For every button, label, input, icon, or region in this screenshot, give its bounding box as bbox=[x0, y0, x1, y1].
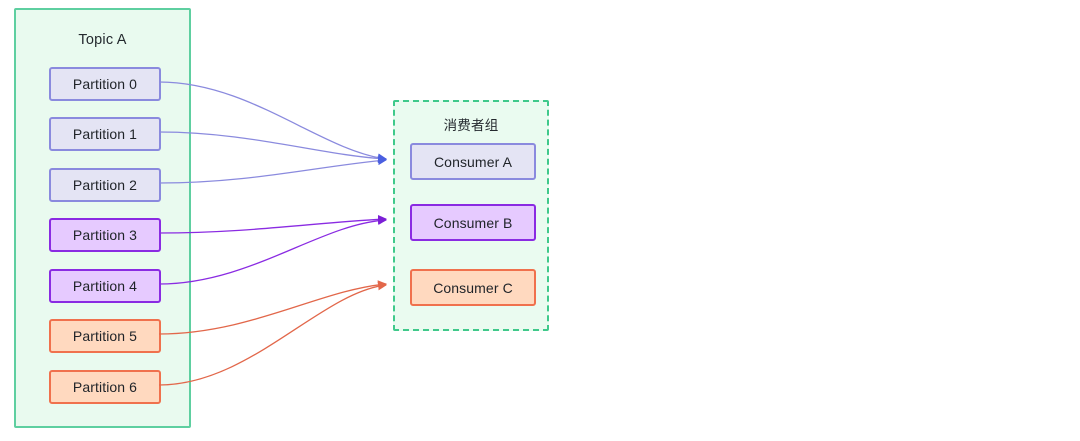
partition-node-4[interactable]: Partition 4 bbox=[49, 269, 161, 303]
partition-label: Partition 4 bbox=[72, 278, 138, 294]
topic-title: Topic A bbox=[78, 32, 127, 48]
partition-node-2[interactable]: Partition 2 bbox=[49, 168, 161, 202]
partition-label: Partition 0 bbox=[72, 76, 138, 92]
edge-partition3-consumerB bbox=[158, 214, 387, 234]
consumer-group-container: 消费者组 Consumer A Consumer B Consumer C bbox=[393, 100, 549, 331]
partition-node-0[interactable]: Partition 0 bbox=[49, 67, 161, 101]
edge-partition4-consumerB bbox=[158, 215, 387, 285]
partition-label: Partition 3 bbox=[72, 227, 138, 243]
partition-label: Partition 5 bbox=[72, 328, 138, 344]
edge-partition5-consumerC bbox=[158, 280, 387, 335]
edge-partition1-consumerA bbox=[158, 131, 387, 164]
partition-node-1[interactable]: Partition 1 bbox=[49, 117, 161, 151]
partition-label: Partition 2 bbox=[72, 177, 138, 193]
edge-partition2-consumerA bbox=[158, 156, 387, 184]
consumer-group-title: 消费者组 bbox=[443, 118, 499, 133]
consumer-label: Consumer B bbox=[433, 214, 513, 231]
partition-node-6[interactable]: Partition 6 bbox=[49, 370, 161, 404]
partition-node-3[interactable]: Partition 3 bbox=[49, 218, 161, 252]
edge-partition6-consumerC bbox=[158, 281, 387, 386]
edge-partition0-consumerA bbox=[158, 81, 387, 163]
partition-label: Partition 6 bbox=[72, 379, 138, 395]
consumer-node-c[interactable]: Consumer C bbox=[410, 269, 536, 306]
partition-label: Partition 1 bbox=[72, 126, 138, 142]
consumer-label: Consumer A bbox=[433, 153, 513, 170]
topic-group-container: Topic A Partition 0 Partition 1 Partitio… bbox=[14, 8, 191, 428]
partition-node-5[interactable]: Partition 5 bbox=[49, 319, 161, 353]
consumer-label: Consumer C bbox=[433, 279, 513, 296]
consumer-node-a[interactable]: Consumer A bbox=[410, 143, 536, 180]
consumer-node-b[interactable]: Consumer B bbox=[410, 204, 536, 241]
